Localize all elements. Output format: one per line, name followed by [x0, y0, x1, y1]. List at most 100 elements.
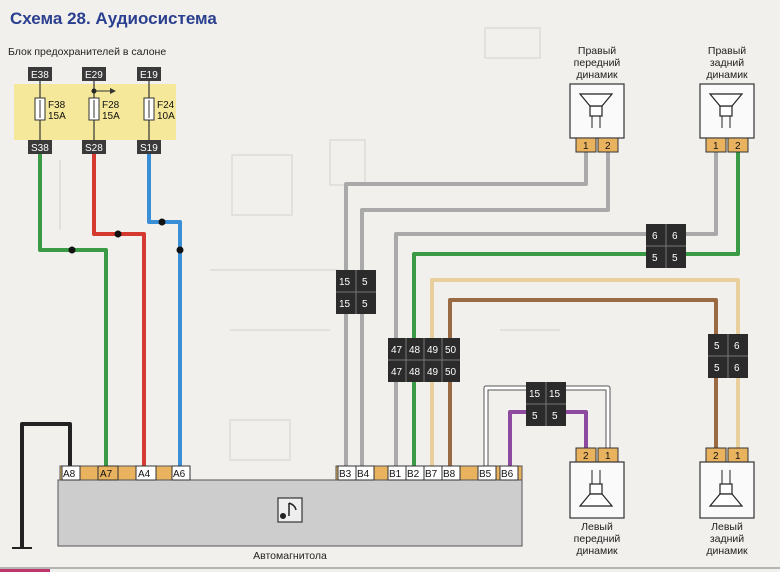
speaker-label: Правый [578, 45, 616, 57]
speaker-label: динамик [706, 69, 748, 81]
speaker-pin: 2 [605, 141, 611, 152]
speaker-pin: 1 [605, 451, 611, 462]
diagram-title: Схема 28. Аудиосистема [10, 9, 217, 28]
speaker-label: Левый [581, 521, 613, 533]
fuse-f38: E38 F38 15A S38 [28, 67, 66, 154]
connector-15-5: 15 5 15 5 [336, 270, 376, 314]
speaker-label: Правый [708, 45, 746, 57]
speaker-rear-right: Правый задний динамик 1 2 [699, 45, 755, 153]
fuse-bottom-label: S28 [85, 143, 103, 154]
radio-pin: B8 [443, 469, 456, 480]
speaker-icon [708, 93, 744, 128]
fuse-name: F28 [102, 100, 120, 111]
connector-pin: 47 [391, 367, 403, 378]
connector-pin: 50 [445, 345, 457, 356]
page-bottom-accent [0, 569, 50, 572]
connector-pin: 15 [529, 389, 541, 400]
connector-pin: 6 [734, 341, 740, 352]
connector-pin: 6 [672, 231, 678, 242]
speaker-front-right: Правый передний динамик 1 2 [569, 45, 625, 153]
radio-pins-left: A8 A7 A4 A6 [61, 465, 191, 481]
speaker-pin: 1 [713, 141, 719, 152]
connector-6-6-5-5: 6 6 5 5 [646, 224, 686, 268]
connector-pin: 5 [672, 253, 678, 264]
radio-pin: B2 [407, 469, 420, 480]
connector-pin: 5 [362, 299, 368, 310]
fuse-rating: 10A [157, 111, 175, 122]
speaker-label: задний [710, 57, 744, 69]
connector-pin: 49 [427, 345, 439, 356]
connector-pin: 50 [445, 367, 457, 378]
wire-red-power [92, 154, 146, 466]
fuse-name: F24 [157, 100, 175, 111]
speaker-pin: 2 [583, 451, 589, 462]
connector-pin: 49 [427, 367, 439, 378]
connector-pin: 47 [391, 345, 403, 356]
speaker-label: передний [574, 57, 621, 69]
speaker-icon [708, 470, 744, 507]
speaker-front-left: 2 1 Левый передний динамик [569, 447, 625, 557]
wire-blue-power [147, 154, 182, 466]
radio-pin: B4 [357, 469, 370, 480]
connector-15-15-5-5: 15 15 5 5 [526, 382, 566, 426]
connector-pin: 15 [339, 299, 351, 310]
speaker-label: передний [574, 533, 621, 545]
speaker-label: динамик [576, 69, 618, 81]
radio-pins-right: B3 B4 B1 B2 B7 B8 B5 B6 [337, 465, 519, 481]
radio-pin: A8 [63, 469, 76, 480]
fuse-block-title: Блок предохранителей в салоне [8, 46, 166, 58]
junction-dots [68, 218, 184, 254]
radio-pin: A6 [173, 469, 186, 480]
radio-pin: B7 [425, 469, 438, 480]
connector-pin: 5 [652, 253, 658, 264]
wire-gray-fr2 [360, 152, 610, 466]
connector-5-6-5-6: 5 6 5 6 [708, 334, 748, 378]
wire-black-ground [20, 422, 72, 548]
speaker-pin: 1 [735, 451, 741, 462]
connector-pin: 15 [549, 389, 561, 400]
fuse-rating: 15A [48, 111, 66, 122]
radio-pin: B1 [389, 469, 402, 480]
connector-pin: 5 [362, 277, 368, 288]
fuse-top-label: E38 [31, 70, 49, 81]
speaker-pin: 1 [583, 141, 589, 152]
wire-brown-rl2 [448, 298, 718, 466]
speaker-rear-left: 2 1 Левый задний динамик [699, 447, 755, 557]
connector-pin: 48 [409, 345, 421, 356]
fuse-bottom-label: S19 [140, 143, 158, 154]
speaker-pin: 2 [713, 451, 719, 462]
radio-pin: B5 [479, 469, 492, 480]
connector-pin: 5 [552, 411, 558, 422]
connector-47-50: 47 48 49 50 47 48 49 50 [388, 338, 460, 382]
speaker-label: динамик [706, 545, 748, 557]
wire-green-rr2 [412, 152, 740, 466]
radio-pin: A7 [100, 469, 113, 480]
fuse-bottom-label: S38 [31, 143, 49, 154]
radio-pin: A4 [138, 469, 151, 480]
connector-pin: 5 [532, 411, 538, 422]
fuse-top-label: E19 [140, 70, 158, 81]
wire-gray-fr1 [344, 152, 588, 466]
fuse-name: F38 [48, 100, 66, 111]
speaker-label: задний [710, 533, 744, 545]
radio-unit: A8 A7 A4 A6 B3 B4 B1 B2 B7 B8 B5 B6 [57, 465, 523, 562]
radio-pin: B6 [501, 469, 514, 480]
wire-green-power [38, 154, 108, 466]
wires [20, 152, 740, 548]
connector-pin: 6 [652, 231, 658, 242]
speaker-icon [578, 93, 614, 128]
speaker-label: динамик [576, 545, 618, 557]
fuse-f24: E19 F24 10A S19 [137, 67, 175, 154]
speaker-pin: 2 [735, 141, 741, 152]
speaker-label: Левый [711, 521, 743, 533]
fuse-rating: 15A [102, 111, 120, 122]
background-ghost-lines [59, 27, 560, 461]
fuse-top-label: E29 [85, 70, 103, 81]
connector-pin: 6 [734, 363, 740, 374]
connector-pin: 5 [714, 363, 720, 374]
music-note-icon [277, 497, 303, 523]
speaker-icon [578, 470, 614, 507]
connector-pin: 48 [409, 367, 421, 378]
